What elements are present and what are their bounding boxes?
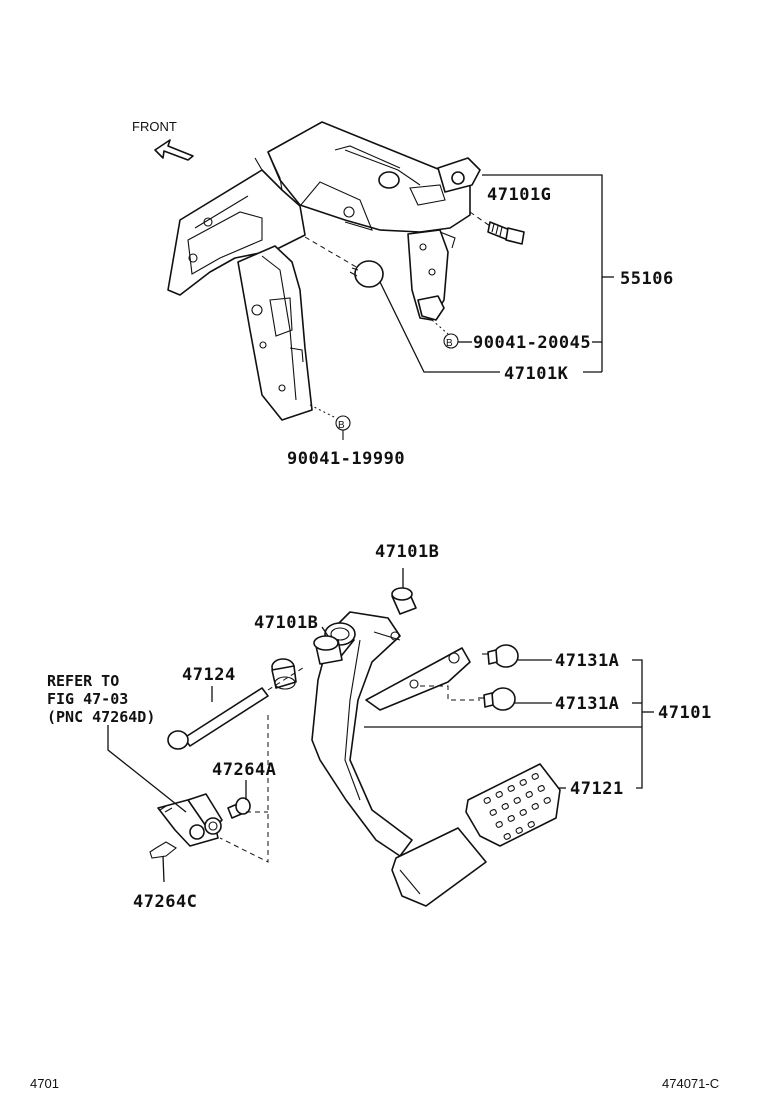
label-47101K: 47101K [504,364,569,384]
bushing-47101B-top [391,587,417,615]
bolt-marker-upper: B [431,319,459,349]
label-90041-19990: 90041-19990 [287,449,405,469]
stopper-cap-47101K [304,236,384,288]
label-90041-20045: 90041-20045 [473,333,591,353]
label-47264A: 47264A [212,760,276,780]
svg-text:REFER TO: REFER TO [47,672,119,690]
label-47101B-mid: 47101B [254,613,318,633]
svg-text:B: B [338,420,345,431]
lower-leaders [107,568,654,813]
label-55106: 55106 [620,269,674,289]
front-indicator: FRONT [132,119,194,161]
footer-left: 4701 [30,1076,59,1091]
pedal-pad-47121 [465,763,561,847]
label-47101G: 47101G [487,185,551,205]
label-47131A-upper: 47131A [555,651,619,671]
svg-text:FIG 47-03: FIG 47-03 [47,690,128,708]
stopper-cap-47131A-lower [478,687,516,711]
pivot-bolt [167,665,307,750]
label-47264C: 47264C [133,892,197,912]
clevis-pin-47264A [227,797,251,819]
label-47101B-top: 47101B [375,542,439,562]
label-47101: 47101 [658,703,712,723]
cap-dash-line [420,685,480,701]
label-47131A-lower: 47131A [555,694,619,714]
clevis-dash-line [219,715,269,863]
bushing-47101B-mid [313,635,343,665]
bolt-47101G [469,211,525,245]
clevis-assembly [157,793,223,847]
reference-note: REFER TO FIG 47-03 (PNC 47264D) [47,672,155,726]
front-label: FRONT [132,119,177,134]
clip-47264C [149,841,177,883]
front-arrow-icon [154,139,194,161]
collar-47124 [271,658,297,690]
pedal-support-bracket [167,121,481,421]
stopper-cap-47131A-upper [482,644,519,668]
svg-text:B: B [446,338,453,349]
bolt-marker-lower: B [309,404,351,440]
label-47124: 47124 [182,665,236,685]
svg-text:(PNC 47264D): (PNC 47264D) [47,708,155,726]
footer-right: 474071-C [662,1076,719,1091]
label-47121: 47121 [570,779,624,799]
upper-leaders [379,174,614,373]
